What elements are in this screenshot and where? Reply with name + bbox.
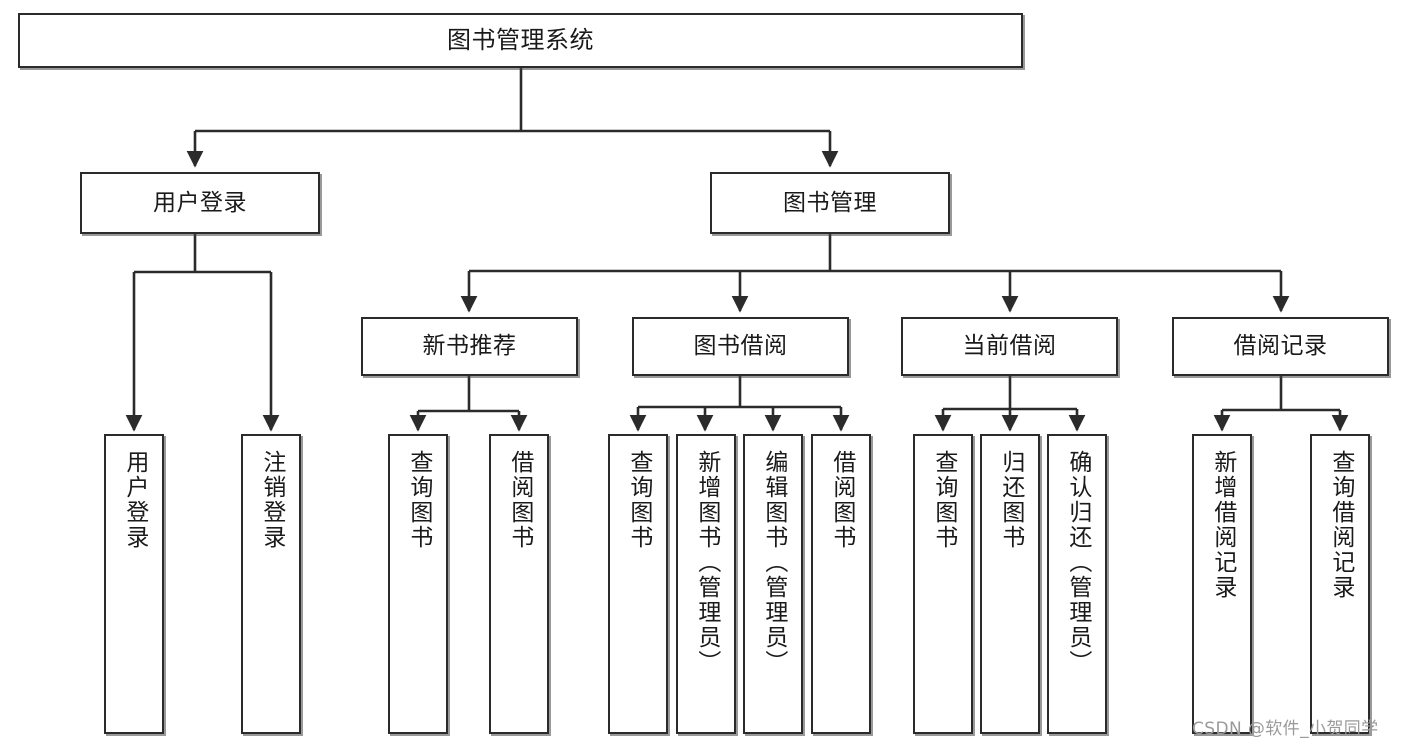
node-root-label: 图书管理系统 (447, 25, 594, 54)
leaf-confirm-return-label: 确认归还（管理员） (1064, 450, 1091, 675)
leaf-add-record[interactable]: 新增借阅记录 (1192, 434, 1252, 734)
node-current-borrow[interactable]: 当前借阅 (901, 317, 1118, 376)
leaf-edit-book-label: 编辑图书（管理员） (760, 450, 787, 675)
node-book-borrow-label: 图书借阅 (693, 333, 788, 360)
node-book-borrow[interactable]: 图书借阅 (632, 317, 849, 376)
leaf-user-login[interactable]: 用户登录 (104, 434, 164, 734)
leaf-add-book-label: 新增图书（管理员） (693, 450, 720, 675)
leaf-query-book-1[interactable]: 查询图书 (388, 434, 448, 734)
node-borrow-record[interactable]: 借阅记录 (1172, 317, 1389, 376)
leaf-query-record[interactable]: 查询借阅记录 (1310, 434, 1370, 734)
leaf-borrow-book-2-label: 借阅图书 (828, 450, 855, 550)
leaf-query-book-2[interactable]: 查询图书 (608, 434, 668, 734)
node-new-book-recommend[interactable]: 新书推荐 (361, 317, 578, 376)
node-book-manage-label: 图书管理 (783, 189, 877, 216)
node-book-manage[interactable]: 图书管理 (710, 172, 950, 234)
leaf-return-book[interactable]: 归还图书 (980, 434, 1040, 734)
csdn-watermark: CSDN @软件_小贺同学 (1192, 719, 1379, 739)
leaf-borrow-book-2[interactable]: 借阅图书 (811, 434, 871, 734)
leaf-user-logout-label: 注销登录 (258, 450, 285, 550)
leaf-query-book-3-label: 查询图书 (930, 450, 957, 550)
leaf-borrow-book-1-label: 借阅图书 (506, 450, 533, 550)
leaf-query-record-label: 查询借阅记录 (1327, 450, 1354, 600)
leaf-add-book[interactable]: 新增图书（管理员） (676, 434, 736, 734)
leaf-query-book-3[interactable]: 查询图书 (913, 434, 973, 734)
leaf-borrow-book-1[interactable]: 借阅图书 (489, 434, 549, 734)
leaf-query-book-1-label: 查询图书 (405, 450, 432, 550)
node-current-borrow-label: 当前借阅 (962, 333, 1057, 360)
leaf-query-book-2-label: 查询图书 (625, 450, 652, 550)
node-borrow-record-label: 借阅记录 (1233, 333, 1328, 360)
node-user-login[interactable]: 用户登录 (80, 172, 320, 234)
node-user-login-label: 用户登录 (153, 189, 247, 216)
node-new-book-recommend-label: 新书推荐 (422, 333, 517, 360)
leaf-add-record-label: 新增借阅记录 (1209, 450, 1236, 600)
node-root[interactable]: 图书管理系统 (18, 13, 1023, 68)
leaf-return-book-label: 归还图书 (997, 450, 1024, 550)
leaf-confirm-return[interactable]: 确认归还（管理员） (1047, 434, 1107, 734)
leaf-user-login-label: 用户登录 (121, 450, 148, 550)
leaf-edit-book[interactable]: 编辑图书（管理员） (743, 434, 803, 734)
leaf-user-logout[interactable]: 注销登录 (241, 434, 301, 734)
